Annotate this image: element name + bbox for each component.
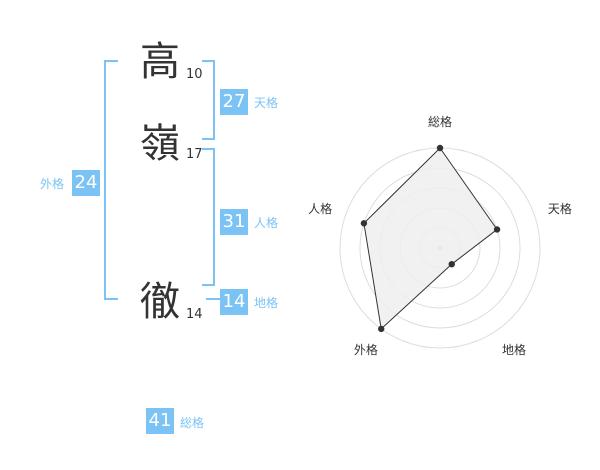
stroke-count-3: 14 xyxy=(186,307,203,322)
name-char-3: 徹 xyxy=(140,279,180,325)
radar-axis-label: 外格 xyxy=(354,342,378,357)
radar-axis-label: 天格 xyxy=(548,201,572,216)
tenkaku-bracket xyxy=(202,60,215,140)
gaikaku-label: 外格 xyxy=(40,177,65,191)
radar-polygon xyxy=(363,147,498,330)
soukaku-label: 総格 xyxy=(180,416,205,430)
radar-point xyxy=(360,220,368,227)
radar-axis-label: 人格 xyxy=(308,201,332,216)
jinkaku-score: 31 xyxy=(220,209,248,235)
gaikaku-score: 24 xyxy=(72,170,100,196)
stroke-count-2: 17 xyxy=(186,147,203,162)
tenkaku-label: 天格 xyxy=(254,96,279,110)
radar-axis-label: 地格 xyxy=(502,342,526,357)
gaikaku-bracket xyxy=(104,60,118,300)
radar-point xyxy=(378,325,385,333)
radar-point xyxy=(448,260,455,268)
chikaku-label: 地格 xyxy=(254,296,279,310)
radar-point xyxy=(493,226,501,233)
chikaku-connector xyxy=(206,298,220,300)
chikaku-score: 14 xyxy=(220,289,248,315)
jinkaku-bracket xyxy=(202,148,215,286)
jinkaku-label: 人格 xyxy=(254,216,279,230)
tenkaku-score: 27 xyxy=(220,89,248,115)
name-char-2: 嶺 xyxy=(140,121,180,167)
stroke-count-1: 10 xyxy=(186,67,203,82)
radar-point xyxy=(436,144,444,152)
soukaku-score: 41 xyxy=(146,408,174,434)
radar-axis-label: 総格 xyxy=(428,114,452,129)
name-char-1: 高 xyxy=(140,39,180,85)
